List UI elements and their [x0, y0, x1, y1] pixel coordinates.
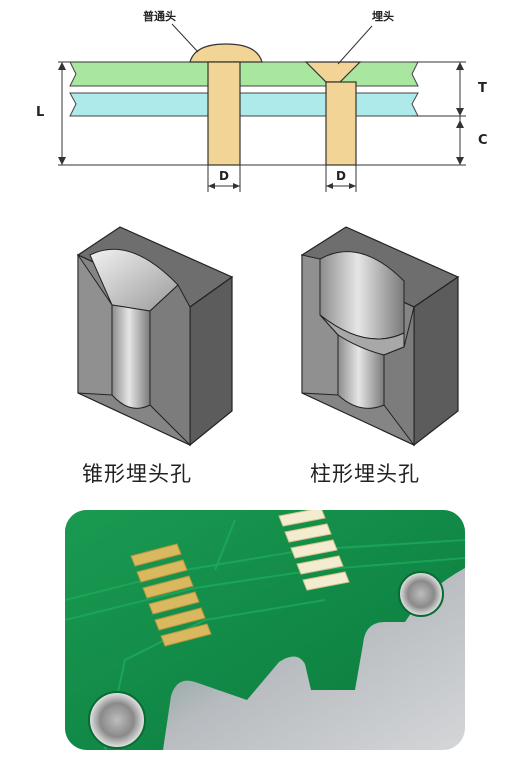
countersink-cutaway-illustrations: [0, 215, 512, 490]
caption-cylindrical-counterbore: 柱形埋头孔: [310, 462, 420, 486]
cross-section-svg: L T C D D 普通头 埋头: [36, 9, 488, 192]
pcb-photo-svg: [65, 510, 465, 750]
dimension-label-T: T: [478, 81, 487, 96]
conical-countersink-block: [76, 226, 234, 447]
round-head-shape: [189, 43, 263, 63]
dimension-label-C: C: [478, 133, 488, 148]
cylindrical-counterbore-block: [300, 226, 460, 447]
dimension-label-D-right: D: [336, 169, 346, 183]
dimension-label-D-left: D: [219, 169, 229, 183]
label-countersunk-head: 埋头: [372, 9, 394, 23]
fastener-cross-section-diagram: L T C D D 普通头 埋头: [0, 0, 512, 200]
round-head-shank: [207, 61, 241, 166]
pcb-bottom-layer: [69, 92, 419, 117]
countersunk-shank: [325, 81, 357, 166]
mounting-hole-left: [88, 691, 146, 749]
gold-finger-pads-left: [130, 543, 212, 647]
cutaway-svg: [76, 226, 460, 447]
pcb-top-layer: [69, 61, 419, 87]
pcb-photo: [65, 510, 465, 750]
label-normal-head: 普通头: [143, 9, 176, 23]
contact-pads-right: [278, 510, 350, 591]
dimension-label-L: L: [36, 105, 44, 120]
mounting-hole-right: [398, 571, 444, 617]
caption-conical-countersink: 锥形埋头孔: [82, 462, 192, 486]
